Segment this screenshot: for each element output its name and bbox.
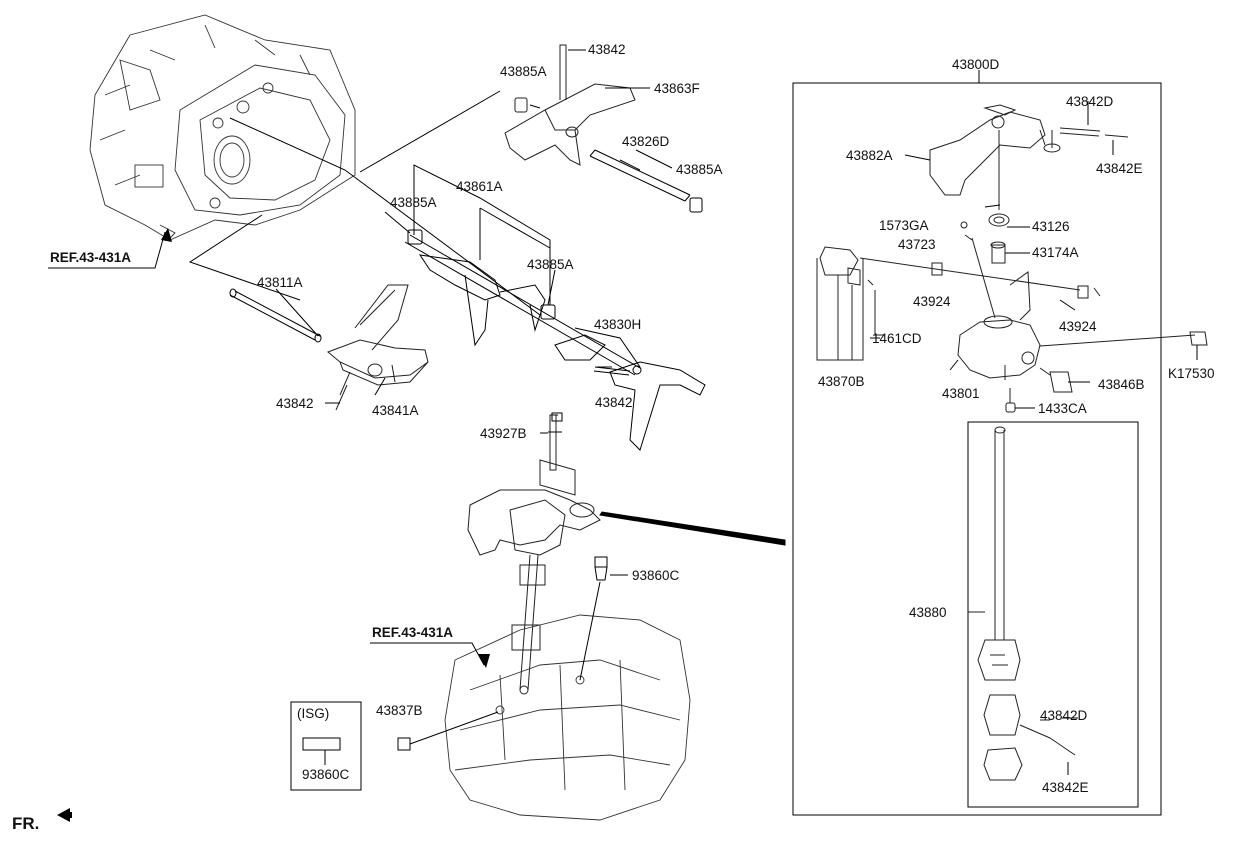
part-label: 93860C: [302, 767, 350, 782]
detail-box-43800d: [792, 82, 1162, 816]
transmission-case-lower: [444, 614, 691, 821]
part-label: 43846B: [1098, 377, 1145, 392]
part-label: 43885A: [390, 195, 437, 210]
part-label: 1461CD: [872, 331, 922, 346]
part-label: 43723: [898, 237, 936, 252]
shift-fork-43841a: [327, 284, 429, 411]
part-label: 43842E: [1042, 780, 1089, 795]
part-label: 1573GA: [879, 218, 929, 233]
reference-label: REF.43-431A: [50, 250, 132, 265]
part-label: 43842D: [1040, 708, 1088, 723]
part-label: 43841A: [372, 403, 419, 418]
part-label: 43885A: [500, 64, 547, 79]
part-label: 43801: [942, 386, 980, 401]
part-label: 43870B: [818, 374, 865, 389]
part-label: 43885A: [527, 257, 574, 272]
bolt-43837b: [397, 711, 499, 751]
part-label: 43863F: [654, 81, 700, 96]
shift-rail-43811a: [229, 288, 322, 343]
ref-leader-upper: [48, 231, 166, 269]
shift-fork-43863f: [504, 44, 636, 166]
sensor-93860c-isg: [302, 737, 341, 765]
part-label: 43924: [913, 294, 951, 309]
part-label: 1433CA: [1038, 401, 1087, 416]
part-label: K17530: [1168, 366, 1215, 381]
inner-box-43880: [967, 421, 1139, 808]
part-label: 43842D: [1066, 94, 1114, 109]
part-label: 43800D: [952, 57, 1000, 72]
part-label: 43842E: [1096, 161, 1143, 176]
shaft-43880: [968, 426, 1076, 781]
part-label: 43126: [1032, 219, 1070, 234]
part-label: 43830H: [594, 317, 642, 332]
part-label: 43842: [588, 42, 626, 57]
sensor-93860c: [579, 556, 628, 681]
part-label: 43842: [595, 395, 633, 410]
part-label: 43882A: [846, 148, 893, 163]
reference-label: REF.43-431A: [372, 625, 454, 640]
shaft-43826d: [589, 149, 703, 213]
part-label: 43826D: [622, 134, 670, 149]
transmission-case-upper: [89, 14, 356, 241]
control-shaft-assembly: [467, 414, 601, 695]
direction-label: FR.: [12, 814, 40, 833]
part-label: 43174A: [1032, 245, 1079, 260]
front-arrow-icon: [57, 808, 72, 822]
isg-label: (ISG): [297, 706, 330, 721]
part-label: 43885A: [676, 162, 723, 177]
shift-rail-43830h: [404, 229, 706, 451]
isg-box: [290, 701, 362, 791]
part-label: 43927B: [480, 426, 527, 441]
part-label: 43842: [276, 396, 314, 411]
part-label: 43861A: [456, 179, 503, 194]
part-label: 43880: [909, 605, 947, 620]
bolt-43927b: [548, 412, 563, 433]
part-label: 93860C: [632, 568, 680, 583]
detail-assembly: [816, 104, 1208, 413]
part-label: 43811A: [257, 275, 303, 290]
part-label: 43924: [1059, 319, 1097, 334]
ref-leader-lower: [370, 642, 485, 666]
part-label: 43837B: [376, 703, 423, 718]
